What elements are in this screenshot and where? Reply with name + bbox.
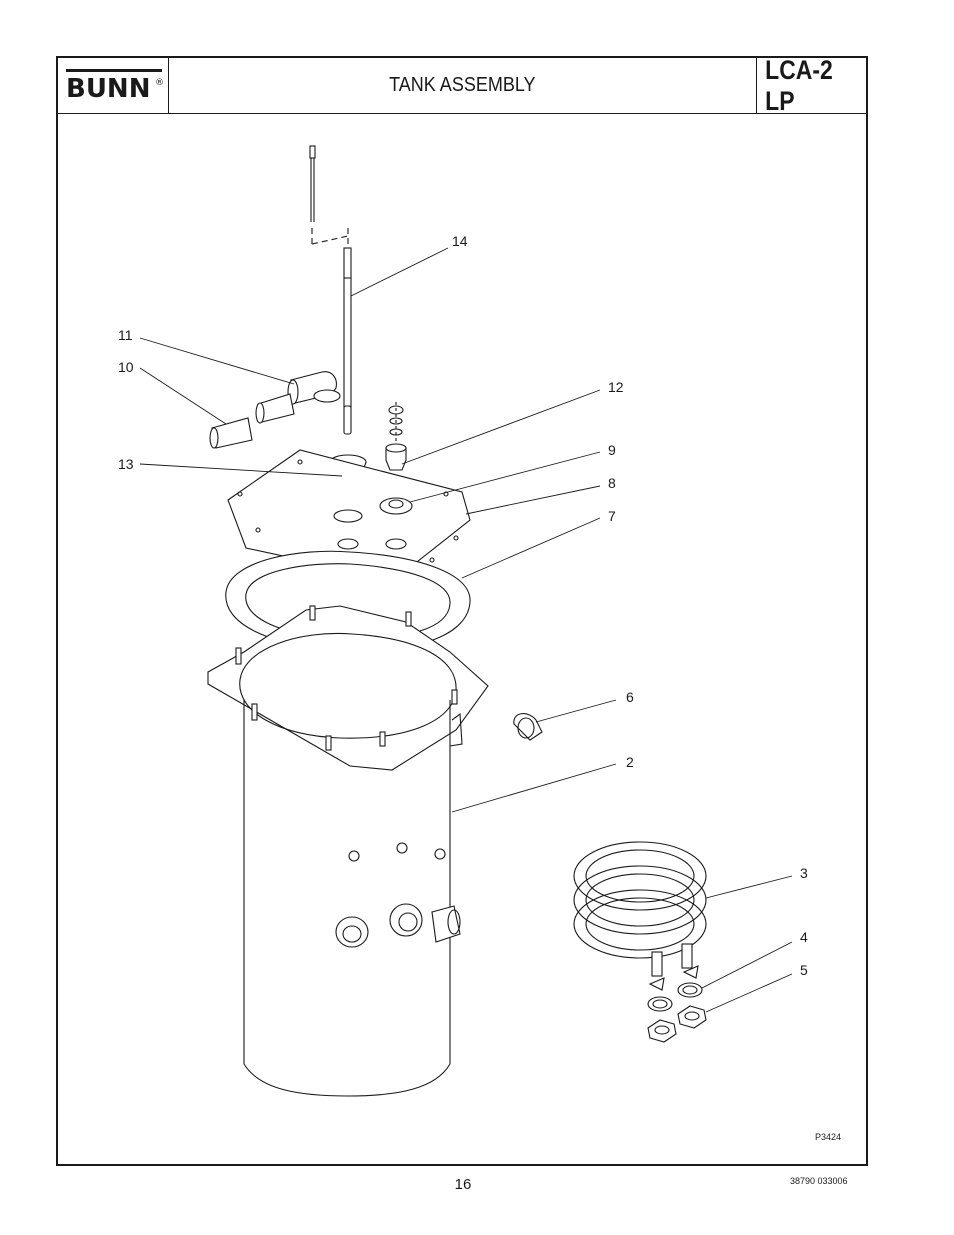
title-cell: TANK ASSEMBLY	[169, 58, 757, 113]
callout-12: 12	[608, 379, 624, 395]
part-3-heating-element	[573, 841, 707, 991]
callout-14: 14	[452, 233, 468, 249]
bunn-logo: BUNN ®	[66, 69, 164, 104]
callout-5: 5	[800, 962, 808, 978]
callout-2: 2	[626, 754, 634, 770]
callout-11: 11	[118, 327, 133, 343]
part-4-washers	[647, 982, 703, 1012]
brand-logo-cell: BUNN ®	[58, 58, 169, 113]
page-frame: BUNN ® TANK ASSEMBLY LCA-2 LP	[56, 55, 868, 1166]
page-number: 16	[454, 1176, 472, 1193]
header-row: BUNN ® TANK ASSEMBLY LCA-2 LP	[58, 55, 866, 116]
model-name: LCA-2 LP	[765, 54, 833, 116]
part-11-elbow	[287, 371, 341, 405]
part-14-probe	[309, 145, 352, 435]
part-7-tank-lid	[227, 449, 471, 581]
callout-10: 10	[118, 359, 134, 375]
part-6-clip	[513, 713, 543, 741]
leader-lines	[139, 247, 793, 1013]
document-code: 38790 033006	[790, 1176, 848, 1186]
brand-name: BUNN	[66, 74, 150, 104]
callout-3: 3	[800, 865, 808, 881]
part-8-grommet	[379, 497, 413, 515]
callout-6: 6	[626, 689, 634, 705]
callout-8: 8	[608, 475, 616, 491]
registered-mark: ®	[155, 78, 164, 88]
callout-9: 9	[608, 442, 616, 458]
callout-labels: 14 11 10 12 13 9 8 7 6 2 3 4 5 P3424	[118, 233, 841, 1142]
figure-reference: P3424	[815, 1132, 841, 1142]
part-2-tank	[207, 605, 489, 1097]
part-5-nuts	[647, 1005, 707, 1043]
callout-7: 7	[608, 508, 616, 524]
callout-4: 4	[800, 929, 808, 945]
part-10-tube	[209, 393, 295, 449]
model-cell: LCA-2 LP	[757, 55, 866, 116]
callout-13: 13	[118, 456, 134, 472]
part-12-fitting	[385, 402, 407, 471]
page-title: TANK ASSEMBLY	[389, 74, 536, 96]
